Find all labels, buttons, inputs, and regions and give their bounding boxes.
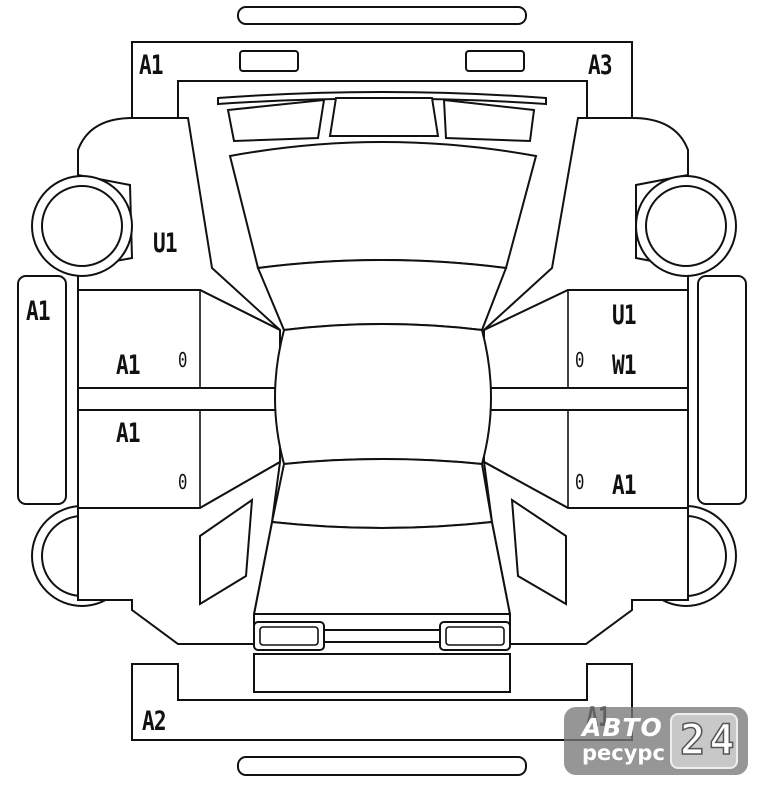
watermark-line2: ресурс	[582, 741, 665, 765]
left-fog-lamp	[239, 50, 299, 72]
left-headlight	[226, 98, 326, 143]
right-sill	[697, 275, 747, 505]
rear-window	[270, 458, 494, 529]
hood	[228, 141, 538, 270]
rear-bumper	[131, 663, 633, 741]
windshield	[256, 259, 508, 332]
damage-label-left-rear-door: A1	[116, 418, 141, 449]
watermark-digit-box: 24	[670, 713, 738, 769]
paint-label-right-front-door: 0	[575, 348, 584, 372]
trunk-lid	[252, 520, 512, 615]
damage-label-right-front-door-w1: W1	[612, 350, 637, 381]
front-strip	[237, 6, 527, 25]
damage-label-left-sill: A1	[26, 296, 51, 327]
left-center-pillar	[77, 387, 281, 411]
watermark-digits: 24	[679, 715, 739, 764]
rear-panel-bar	[323, 629, 441, 643]
damage-label-right-rear-door: A1	[612, 470, 637, 501]
right-headlight	[442, 98, 536, 143]
paint-label-left-front-door: 0	[178, 348, 187, 372]
damage-label-left-front-door: A1	[116, 350, 141, 381]
damage-label-front-bumper-right: A3	[588, 50, 613, 81]
right-front-wheel	[635, 175, 737, 277]
paint-label-right-rear-door: 0	[575, 470, 584, 494]
right-center-pillar	[483, 387, 689, 411]
rear-strip	[237, 756, 527, 776]
right-fog-lamp	[465, 50, 525, 72]
damage-label-rear-bumper-left: A2	[142, 706, 167, 737]
center-grille	[328, 97, 440, 137]
avtoresurs-watermark-logo: АВТО ресурс 24	[564, 707, 748, 775]
right-rear-window-panel	[510, 498, 567, 606]
roof	[274, 323, 492, 466]
damage-label-front-bumper-left: A1	[139, 50, 164, 81]
watermark-line1: АВТО	[582, 713, 663, 742]
left-front-wheel	[31, 175, 133, 277]
damage-label-right-front-door-u1: U1	[612, 300, 637, 331]
left-sill	[17, 275, 67, 505]
damage-label-left-fender: U1	[153, 228, 178, 259]
paint-label-left-rear-door: 0	[178, 470, 187, 494]
rear-panel	[253, 653, 511, 693]
left-rear-window-panel	[199, 497, 254, 606]
